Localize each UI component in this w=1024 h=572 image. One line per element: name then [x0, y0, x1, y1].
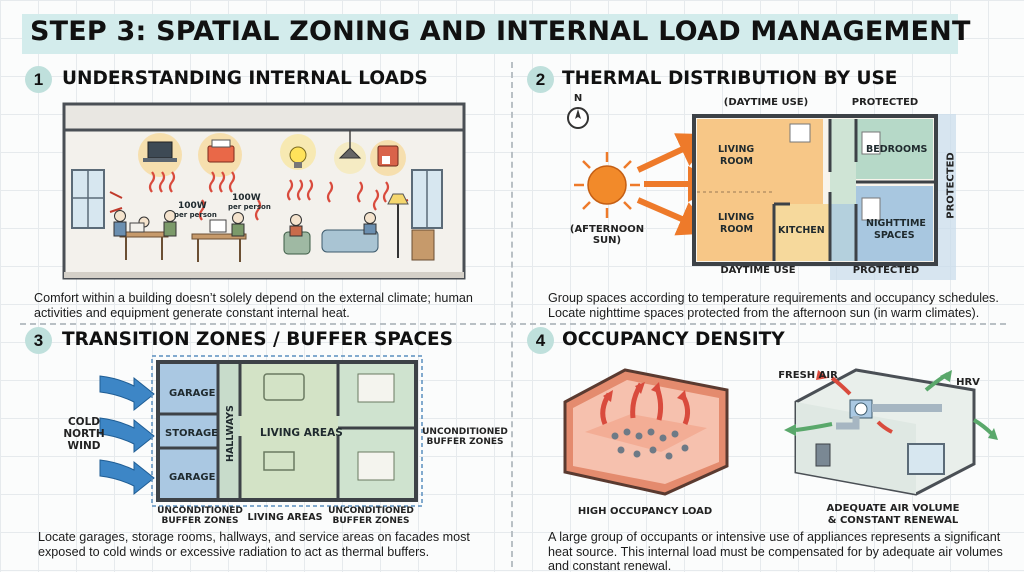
- vertical-divider: [511, 62, 513, 567]
- hrv-illustration: [784, 368, 998, 496]
- protected-bottom-label: PROTECTED: [852, 265, 920, 276]
- section-1-text: Comfort within a building doesn’t solely…: [34, 291, 473, 320]
- heat-wave-icon: [148, 171, 390, 221]
- svg-text:STORAGE: STORAGE: [165, 428, 218, 439]
- person-icon: [113, 210, 177, 260]
- section-3-title: TRANSITION ZONES / BUFFER SPACES: [62, 329, 454, 350]
- section-1-number: 1: [25, 66, 52, 93]
- protected-top-label: PROTECTED: [851, 97, 919, 108]
- horizontal-divider: [20, 323, 1006, 325]
- svg-text:SPACES: SPACES: [874, 230, 915, 241]
- person-icon: [191, 212, 247, 262]
- window-icon: [71, 169, 105, 229]
- section-2-number: 2: [527, 66, 554, 93]
- unconditioned-bottom-left-label: UNCONDITIONED BUFFER ZONES: [157, 506, 243, 526]
- svg-text:LIVING: LIVING: [718, 144, 754, 155]
- load-sub-label-2: per person: [228, 203, 271, 211]
- high-occupancy-caption: HIGH OCCUPANCY LOAD: [577, 506, 713, 517]
- section-3-text: Locate garages, storage rooms, hallways,…: [38, 530, 470, 559]
- load-label-2: 100W: [232, 193, 261, 203]
- load-sub-label-1: per person: [174, 211, 217, 219]
- cold-wind-label: COLD NORTH WIND: [63, 416, 105, 452]
- section-2-text: Group spaces according to temperature re…: [548, 291, 999, 320]
- svg-text:HALLWAYS: HALLWAYS: [225, 405, 236, 462]
- page-title: STEP 3: SPATIAL ZONING AND INTERNAL LOAD…: [30, 16, 971, 47]
- svg-text:NIGHTTIME: NIGHTTIME: [866, 218, 926, 229]
- svg-text:GARAGE: GARAGE: [169, 472, 216, 483]
- svg-text:ROOM: ROOM: [720, 224, 753, 235]
- unconditioned-right-label: UNCONDITIONED BUFFER ZONES: [422, 427, 508, 447]
- daytime-use-top-label: (DAYTIME USE): [723, 97, 809, 108]
- section-3-number: 3: [25, 327, 52, 354]
- load-label-1: 100W: [178, 201, 207, 211]
- unconditioned-bottom-right-label: UNCONDITIONED BUFFER ZONES: [328, 506, 414, 526]
- pendant-lamp-icon: [338, 130, 362, 159]
- svg-text:ROOM: ROOM: [720, 156, 753, 167]
- person-icon: [321, 212, 379, 253]
- section-1-title: UNDERSTANDING INTERNAL LOADS: [62, 68, 428, 89]
- hrv-label: HRV: [956, 377, 980, 388]
- air-volume-caption: ADEQUATE AIR VOLUME & CONSTANT RENEWAL: [826, 503, 960, 526]
- sun-label: (AFTERNOON SUN): [569, 224, 645, 246]
- section-2-title: THERMAL DISTRIBUTION BY USE: [562, 68, 898, 89]
- coffee-machine-icon: [377, 145, 399, 167]
- hrv-icon: [854, 402, 868, 416]
- section-4-title: OCCUPANCY DENSITY: [562, 329, 785, 350]
- laptop-icon: [143, 141, 177, 162]
- high-occupancy-illustration: [563, 368, 729, 496]
- compass-icon: [567, 107, 589, 129]
- daytime-use-bottom-label: DAYTIME USE: [720, 265, 796, 276]
- fresh-air-label: FRESH AIR: [778, 370, 838, 381]
- person-icon: [283, 214, 311, 255]
- title-band: [22, 14, 958, 54]
- svg-text:BEDROOMS: BEDROOMS: [866, 144, 928, 155]
- lightbulb-icon: [289, 146, 307, 168]
- compass-north-label: N: [573, 93, 583, 104]
- sun-icon: [574, 152, 640, 218]
- cold-wind-arrows: [99, 375, 155, 496]
- section-4-number: 4: [527, 327, 554, 354]
- window-icon: [411, 169, 443, 229]
- svg-text:KITCHEN: KITCHEN: [778, 225, 825, 236]
- buffer-floor-plan: GARAGE STORAGE GARAGE HALLWAYS LIVING AR…: [151, 355, 423, 507]
- thermal-floor-plan: LIVING ROOM LIVING ROOM KITCHEN BEDROOMS…: [692, 114, 956, 280]
- svg-text:LIVING: LIVING: [718, 212, 754, 223]
- svg-text:LIVING AREAS: LIVING AREAS: [260, 427, 343, 439]
- section-4-text: A large group of occupants or intensive …: [548, 530, 1003, 572]
- protected-side-label: PROTECTED: [945, 152, 957, 219]
- printer-icon: [207, 139, 235, 163]
- internal-loads-illustration: 100W per person 100W per person: [62, 102, 466, 280]
- living-areas-bottom-label: LIVING AREAS: [247, 512, 323, 523]
- svg-text:GARAGE: GARAGE: [169, 388, 216, 399]
